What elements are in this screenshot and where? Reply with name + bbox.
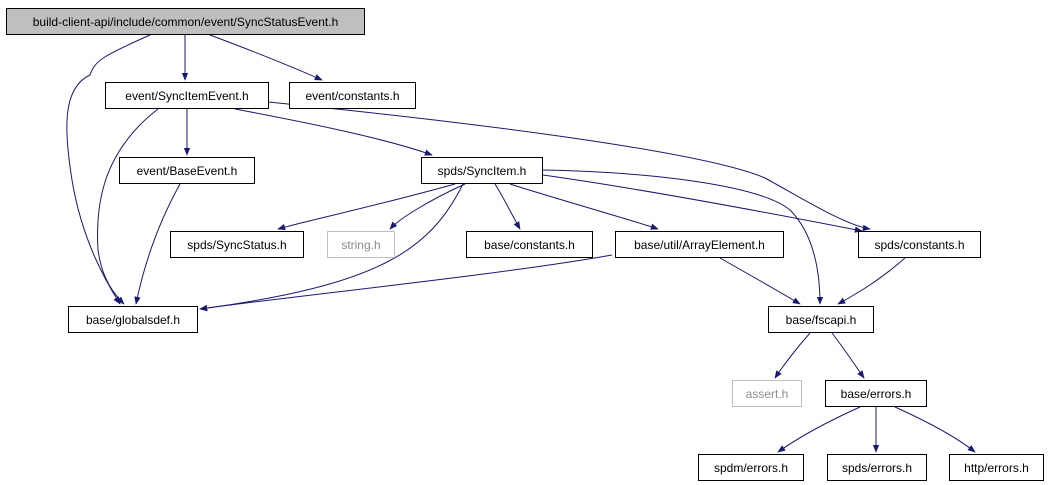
edge-spds-syncitem-to-arrayelement	[509, 183, 659, 230]
edge-fscapi-to-assert	[774, 332, 811, 379]
edge-arrayelement-to-fscapi	[719, 257, 801, 305]
node-base-fscapi[interactable]: base/fscapi.h	[768, 306, 874, 333]
edge-root-to-event-constants	[209, 34, 323, 81]
edge-base-errors-to-http-errors	[894, 406, 976, 453]
edge-arrayelement-to-globalsdef	[199, 254, 613, 312]
node-assert-h[interactable]: assert.h	[732, 380, 802, 407]
node-spdm-errors[interactable]: spdm/errors.h	[698, 454, 804, 481]
edge-baseevent-to-globalsdef	[134, 183, 181, 305]
node-string-h[interactable]: string.h	[327, 231, 395, 258]
node-base-util-arrayelement[interactable]: base/util/ArrayElement.h	[615, 231, 784, 258]
node-event-syncitemevent[interactable]: event/SyncItemEvent.h	[105, 82, 269, 109]
edge-spds-syncitem-to-string	[389, 183, 466, 230]
edge-base-errors-to-spdm-errors	[777, 406, 861, 453]
node-event-constants[interactable]: event/constants.h	[289, 82, 416, 109]
node-spds-constants[interactable]: spds/constants.h	[858, 231, 981, 258]
edge-syncitemevent-to-globalsdef	[97, 108, 159, 305]
node-base-constants[interactable]: base/constants.h	[466, 231, 593, 258]
node-http-errors[interactable]: http/errors.h	[949, 454, 1044, 481]
edge-spds-syncitem-to-globalsdef	[199, 183, 464, 312]
node-spds-syncstatus[interactable]: spds/SyncStatus.h	[170, 231, 304, 258]
edge-spds-syncitem-to-fscapi	[542, 169, 824, 305]
edge-spds-syncitem-to-spds-constants	[542, 174, 863, 233]
edge-spds-constants-to-fscapi	[837, 257, 906, 305]
node-base-errors[interactable]: base/errors.h	[825, 380, 927, 407]
node-event-baseevent[interactable]: event/BaseEvent.h	[119, 157, 255, 184]
edge-syncitemevent-to-spds-syncitem	[234, 108, 433, 156]
edge-spds-syncitem-to-spds-syncstatus	[277, 183, 456, 231]
node-spds-errors[interactable]: spds/errors.h	[827, 454, 927, 481]
edge-spds-syncitem-to-base-constants	[494, 183, 521, 230]
edge-root-to-globalsdef	[66, 34, 151, 305]
edge-syncitemevent-to-spds-constants	[267, 101, 871, 232]
edge-fscapi-to-base-errors	[831, 332, 865, 379]
node-spds-syncitem[interactable]: spds/SyncItem.h	[421, 157, 543, 184]
node-base-globalsdef[interactable]: base/globalsdef.h	[68, 306, 198, 333]
node-root-syncstatusevent[interactable]: build-client-api/include/common/event/Sy…	[6, 8, 365, 35]
